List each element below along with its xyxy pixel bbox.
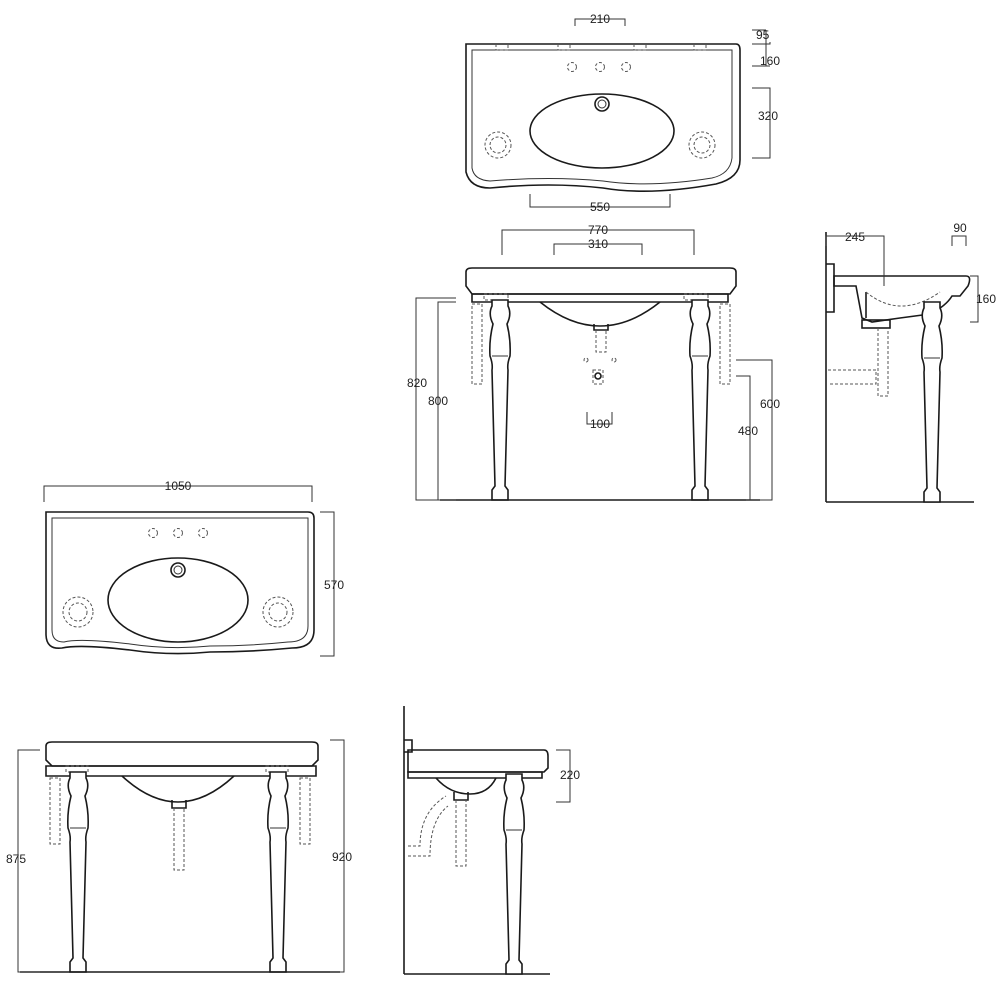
dim-label-920: 920	[332, 850, 352, 864]
dim-label-770: 770	[588, 223, 608, 237]
dim-label-90: 90	[953, 221, 967, 235]
dim-label-100: 100	[590, 417, 610, 431]
dim-label-245: 245	[845, 230, 865, 244]
dim-label-320: 320	[758, 109, 778, 123]
dim-label-570: 570	[324, 578, 344, 592]
dim-label-1050: 1050	[165, 479, 192, 493]
dim-label-310: 310	[588, 237, 608, 251]
dim-label-820: 820	[407, 376, 427, 390]
side-elevation-large	[403, 706, 571, 975]
front-elevation-small	[415, 229, 773, 501]
side-elevation-small	[825, 232, 979, 503]
top-plan-large	[43, 485, 335, 657]
dim-label-220: 220	[560, 768, 580, 782]
dim-label-600: 600	[760, 397, 780, 411]
dim-label-875: 875	[6, 852, 26, 866]
dim-label-800: 800	[428, 394, 448, 408]
dim-label-95: 95	[756, 28, 770, 42]
dim-label-160-side: 160	[976, 292, 996, 306]
dimension-labels: 210 95 160 320 550 770 310 820 800 600 4…	[6, 12, 996, 866]
dim-label-210: 210	[590, 12, 610, 26]
top-plan-small	[465, 18, 771, 208]
dim-label-480: 480	[738, 424, 758, 438]
dim-label-550: 550	[590, 200, 610, 214]
front-elevation-large	[17, 739, 345, 973]
dim-label-160-top: 160	[760, 54, 780, 68]
